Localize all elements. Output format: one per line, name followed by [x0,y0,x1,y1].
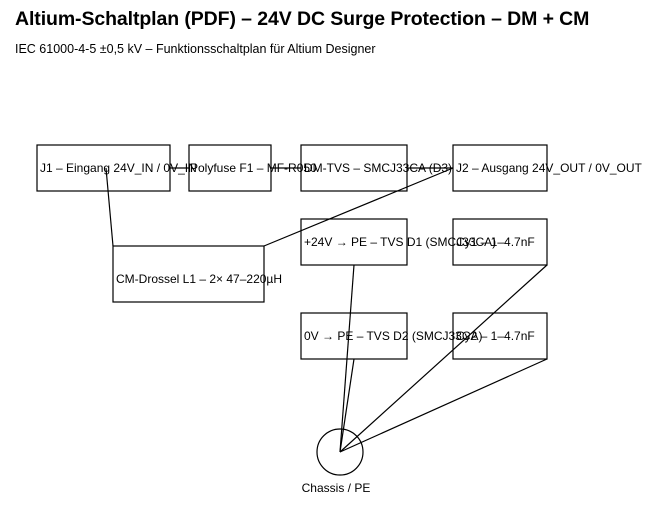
page-subtitle: IEC 61000-4-5 ±0,5 kV – Funktionsschaltp… [15,42,376,56]
block-d3-label: DM-TVS – SMCJ33CA (D3) [304,161,452,175]
block-cy1-label: Cy1 – 1–4.7nF [456,235,535,249]
block-j1-box[interactable] [36,144,171,192]
block-f1-box[interactable] [188,144,272,192]
block-f1-label: Polyfuse F1 – MF-R050 [190,161,317,175]
wire-cy2-pe [339,358,548,453]
block-cy2-box[interactable] [452,312,548,360]
page-title: Altium-Schaltplan (PDF) – 24V DC Surge P… [15,8,590,30]
block-d3-box[interactable] [300,144,408,192]
block-d1-label: +24V → PE – TVS D1 (SMCJ33CA) [304,235,496,249]
chassis-ground-label: Chassis / PE [302,481,371,495]
block-cy1-box[interactable] [452,218,548,266]
wire-cy1-pe [339,264,548,453]
block-l1-box[interactable] [112,245,265,303]
block-l1-label: CM-Drossel L1 – 2× 47–220µH [116,272,282,286]
block-d1-box[interactable] [300,218,408,266]
wire-d2-pe [339,358,355,453]
block-j1-label: J1 – Eingang 24V_IN / 0V_IN [40,161,197,175]
block-d2-label: 0V → PE – TVS D2 (SMCJ33CA) [304,329,483,343]
wire-j1-l1 [105,167,114,247]
block-d2-box[interactable] [300,312,408,360]
block-cy2-label: Cy2 – 1–4.7nF [456,329,535,343]
block-j2-label: J2 – Ausgang 24V_OUT / 0V_OUT [456,161,643,175]
chassis-ground-symbol[interactable] [316,428,364,476]
block-j2-box[interactable] [452,144,548,192]
wire-j2-l1 [263,167,454,247]
